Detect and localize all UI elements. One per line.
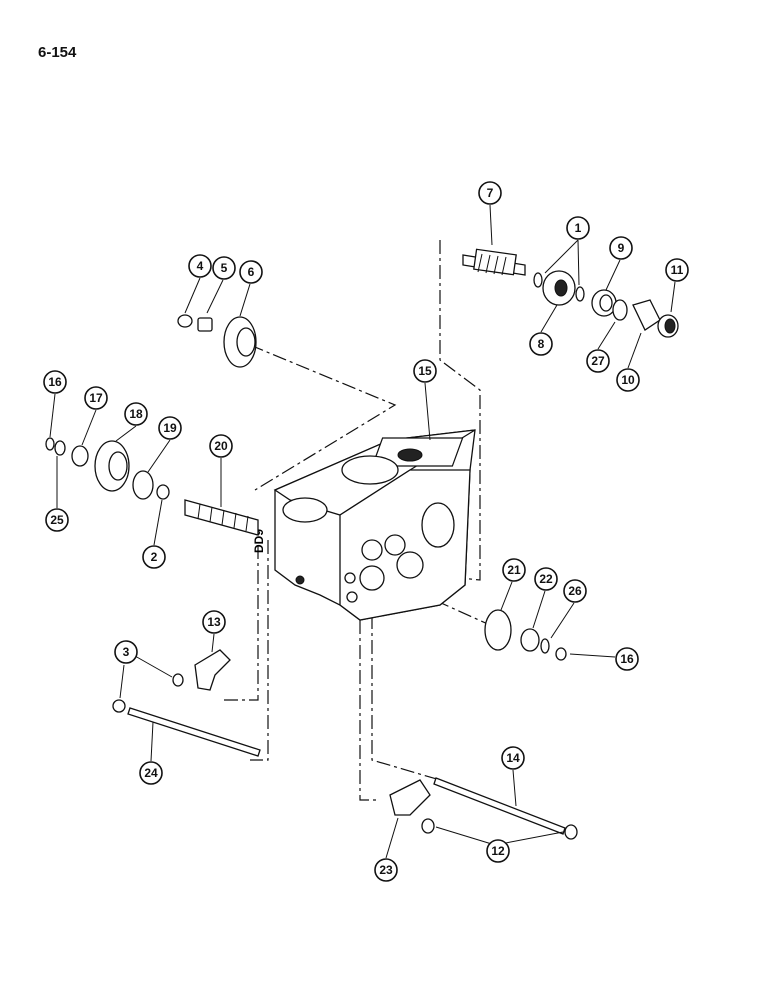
callout-24-label: 24 bbox=[144, 766, 158, 780]
shift-forks-and-rods bbox=[112, 649, 578, 840]
callout-14-label: 14 bbox=[506, 751, 520, 765]
callout-4-label: 4 bbox=[197, 259, 204, 273]
callout-20-label: 20 bbox=[214, 439, 228, 453]
alignment-line-fork-23 bbox=[359, 620, 380, 801]
callout-15: 15 bbox=[413, 359, 437, 383]
alignment-line-gear-6 bbox=[249, 344, 397, 491]
callout-26: 26 bbox=[563, 579, 587, 603]
callout-3: 3 bbox=[114, 640, 138, 664]
callout-10: 10 bbox=[616, 368, 640, 392]
callout-21-label: 21 bbox=[507, 563, 521, 577]
callout-18: 18 bbox=[124, 402, 148, 426]
callout-17: 17 bbox=[84, 386, 108, 410]
callout-25: 25 bbox=[45, 508, 69, 532]
alignment-line-rod-14 bbox=[371, 615, 441, 781]
callout-1-label: 1 bbox=[575, 221, 582, 235]
callout-16-left: 16 bbox=[43, 370, 67, 394]
input-shaft bbox=[462, 248, 526, 276]
callout-21: 21 bbox=[502, 558, 526, 582]
output-gear-parts bbox=[484, 609, 567, 661]
callout-6: 6 bbox=[239, 260, 263, 284]
callout-8: 8 bbox=[529, 332, 553, 356]
callout-17-label: 17 bbox=[89, 391, 103, 405]
input-shaft-parts bbox=[533, 270, 679, 338]
callout-5-label: 5 bbox=[221, 261, 228, 275]
callout-19-label: 19 bbox=[163, 421, 177, 435]
callout-13: 13 bbox=[202, 610, 226, 634]
callout-13-label: 13 bbox=[207, 615, 221, 629]
callout-6-label: 6 bbox=[248, 265, 255, 279]
callout-16-right-label: 16 bbox=[620, 652, 634, 666]
callout-15-label: 15 bbox=[418, 364, 432, 378]
callout-2-label: 2 bbox=[151, 550, 158, 564]
callout-27: 27 bbox=[586, 349, 610, 373]
callout-24: 24 bbox=[139, 761, 163, 785]
callout-14: 14 bbox=[501, 746, 525, 770]
callout-7-label: 7 bbox=[487, 186, 494, 200]
callout-8-label: 8 bbox=[538, 337, 545, 351]
callout-9: 9 bbox=[609, 236, 633, 260]
callout-7: 7 bbox=[478, 181, 502, 205]
callout-12-label: 12 bbox=[491, 844, 505, 858]
callout-12: 12 bbox=[486, 839, 510, 863]
callout-19: 19 bbox=[158, 416, 182, 440]
callout-20: 20 bbox=[209, 434, 233, 458]
callout-22: 22 bbox=[534, 567, 558, 591]
callout-23: 23 bbox=[374, 858, 398, 882]
callout-27-label: 27 bbox=[591, 354, 605, 368]
callout-22-label: 22 bbox=[539, 572, 553, 586]
callout-1: 1 bbox=[566, 216, 590, 240]
callout-26-label: 26 bbox=[568, 584, 582, 598]
alignment-line-fork-13 bbox=[222, 545, 259, 701]
callout-11-label: 11 bbox=[671, 263, 684, 277]
callout-16-right: 16 bbox=[615, 647, 639, 671]
alignment-line-rod-24 bbox=[250, 540, 269, 761]
callout-3-label: 3 bbox=[123, 645, 130, 659]
callout-11: 11 bbox=[665, 258, 689, 282]
callout-5: 5 bbox=[212, 256, 236, 280]
leader-lines bbox=[49, 204, 676, 859]
callout-18-label: 18 bbox=[129, 407, 143, 421]
callout-group: 1 2 3 4 5 6 7 8 9 10 11 12 13 14 15 16 1… bbox=[43, 181, 689, 882]
callout-9-label: 9 bbox=[618, 241, 625, 255]
callout-23-label: 23 bbox=[379, 863, 393, 877]
transmission-housing: DD9 bbox=[252, 429, 476, 621]
countershaft-gear-parts bbox=[177, 314, 257, 368]
page-number: 6-154 bbox=[38, 44, 77, 61]
callout-25-label: 25 bbox=[50, 513, 64, 527]
callout-4: 4 bbox=[188, 254, 212, 278]
callout-10-label: 10 bbox=[621, 373, 635, 387]
callout-16-left-label: 16 bbox=[48, 375, 62, 389]
mainshaft-parts bbox=[45, 437, 259, 536]
callout-2: 2 bbox=[142, 545, 166, 569]
